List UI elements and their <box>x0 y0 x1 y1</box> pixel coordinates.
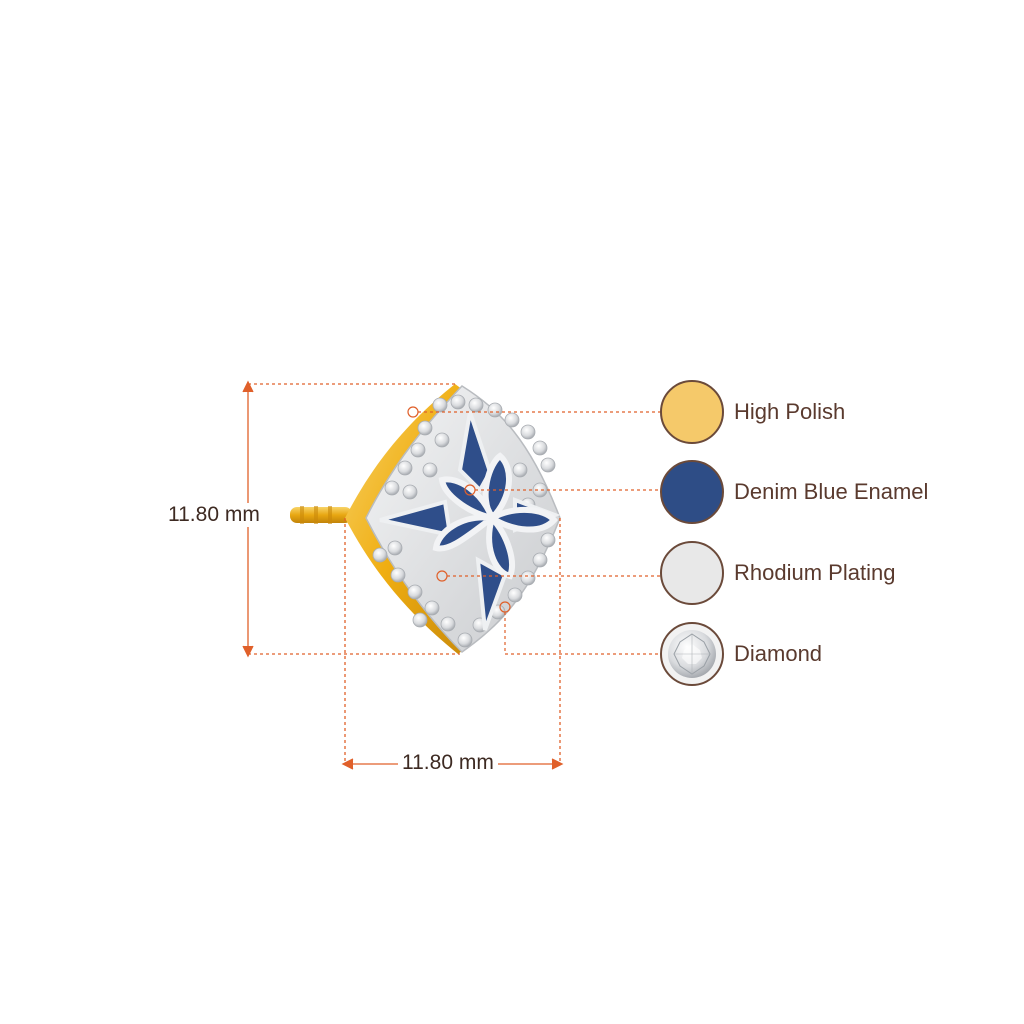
pave-diamond <box>540 532 556 548</box>
pave-diamond <box>372 547 388 563</box>
pave-diamond <box>422 462 438 478</box>
pave-diamond <box>540 457 556 473</box>
rhodium-plating-swatch <box>660 541 724 605</box>
pave-diamond <box>440 616 456 632</box>
high-polish-swatch <box>660 380 724 444</box>
pave-diamond <box>407 584 423 600</box>
legend-item-diamond: Diamond <box>660 619 822 689</box>
pave-diamond <box>520 570 536 586</box>
legend-label: High Polish <box>734 399 846 424</box>
legend-label: Diamond <box>734 641 823 666</box>
pave-diamond <box>424 600 440 616</box>
pave-diamond <box>397 460 413 476</box>
pave-diamond <box>390 567 406 583</box>
pave-diamond <box>402 484 418 500</box>
callout-lines <box>407 406 660 655</box>
pave-diamond <box>468 397 484 413</box>
legend-item-denim-blue-enamel: Denim Blue Enamel <box>660 457 928 527</box>
pave-diamond <box>384 480 400 496</box>
legend-label: Rhodium Plating <box>734 560 896 585</box>
pave-diamond <box>412 612 428 628</box>
legend-item-high-polish: High Polish <box>660 377 845 447</box>
pave-diamonds <box>372 394 556 648</box>
pave-diamond <box>457 632 473 648</box>
pave-diamond <box>487 402 503 418</box>
pave-diamond <box>387 540 403 556</box>
height-label: 11.80 mm <box>168 503 260 527</box>
earring-post <box>290 506 352 524</box>
pave-diamond <box>507 587 523 603</box>
legend-item-rhodium-plating: Rhodium Plating <box>660 538 895 608</box>
pave-diamond <box>532 552 548 568</box>
enamel-flower <box>432 452 558 580</box>
pave-diamond <box>434 432 450 448</box>
pave-diamond <box>504 412 520 428</box>
pave-diamond <box>410 442 426 458</box>
pave-diamond <box>520 424 536 440</box>
pave-diamond <box>450 394 466 410</box>
denim-blue-enamel-swatch <box>660 460 724 524</box>
pave-diamond <box>512 462 528 478</box>
gold-frame <box>345 384 470 654</box>
pave-diamond <box>417 420 433 436</box>
legend-label: Denim Blue Enamel <box>734 479 929 504</box>
pave-diamond <box>532 440 548 456</box>
diamond-swatch <box>660 622 724 686</box>
pave-diamond <box>432 397 448 413</box>
width-label: 11.80 mm <box>398 751 498 775</box>
